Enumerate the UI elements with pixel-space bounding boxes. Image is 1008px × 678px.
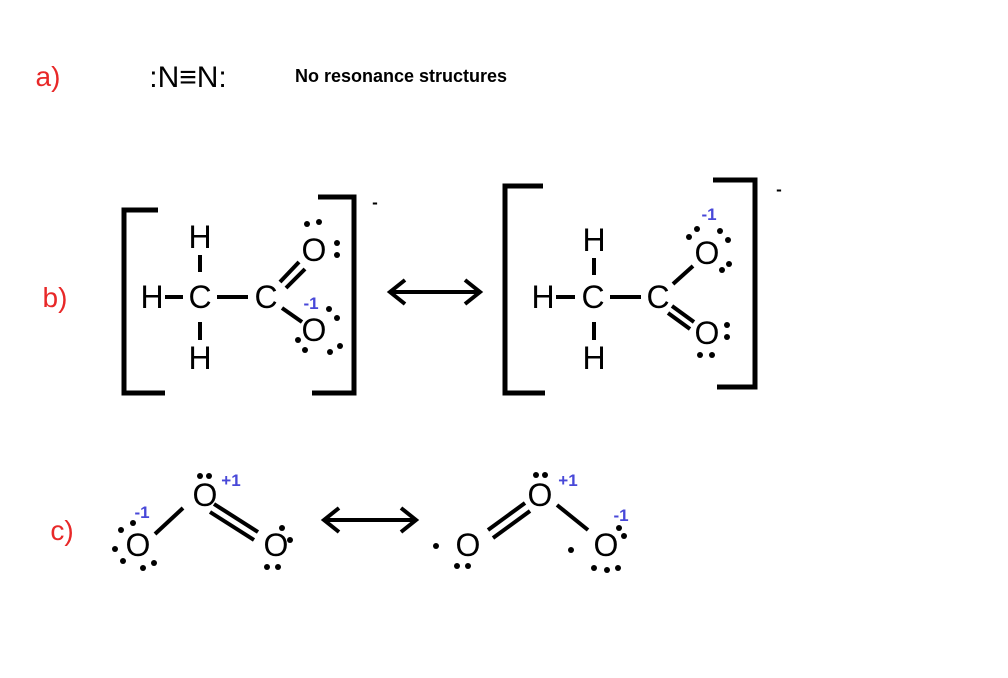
atom-h: H (582, 222, 605, 258)
label-a: a) (36, 61, 61, 92)
right-bracket (713, 177, 758, 390)
acetate-left: - H H C C O O H -1 (121, 193, 378, 396)
formal-charge: -1 (303, 294, 318, 313)
formal-charge: +1 (221, 471, 240, 490)
ozone-left: O O O -1 +1 (112, 471, 293, 571)
atom-c: C (254, 279, 277, 315)
acetate-right: - H H C C O O H -1 (502, 177, 782, 396)
atom-h: H (582, 340, 605, 376)
atom-o: O (528, 477, 553, 513)
resonance-arrow-c (320, 506, 420, 534)
atom-o: O (695, 315, 720, 351)
atom-o: O (302, 232, 327, 268)
atom-h: H (140, 279, 163, 315)
left-bracket (121, 207, 165, 396)
formal-charge: -1 (613, 506, 628, 525)
atom-o: O (126, 527, 151, 563)
label-b: b) (43, 282, 68, 313)
left-bracket (502, 183, 545, 396)
atom-h: H (188, 340, 211, 376)
atom-o: O (264, 527, 289, 563)
atom-o: O (594, 527, 619, 563)
formal-charge: +1 (558, 471, 577, 490)
ion-charge: - (372, 193, 378, 212)
atom-o: O (193, 477, 218, 513)
atom-c: C (581, 279, 604, 315)
atom-h: H (531, 279, 554, 315)
right-bracket (312, 194, 357, 396)
caption-no-resonance: No resonance structures (295, 66, 507, 86)
label-c: c) (50, 515, 73, 546)
n2-lewis-structure: :N≡N: (149, 61, 227, 94)
atom-c: C (188, 279, 211, 315)
ozone-right: O O O +1 -1 (433, 471, 629, 573)
formal-charge: -1 (701, 205, 716, 224)
atom-o: O (456, 527, 481, 563)
resonance-arrow-b (386, 278, 484, 306)
ion-charge: - (776, 180, 782, 199)
atom-o: O (695, 235, 720, 271)
atom-c: C (646, 279, 669, 315)
atom-o: O (302, 312, 327, 348)
atom-h: H (188, 219, 211, 255)
formal-charge: -1 (134, 503, 149, 522)
